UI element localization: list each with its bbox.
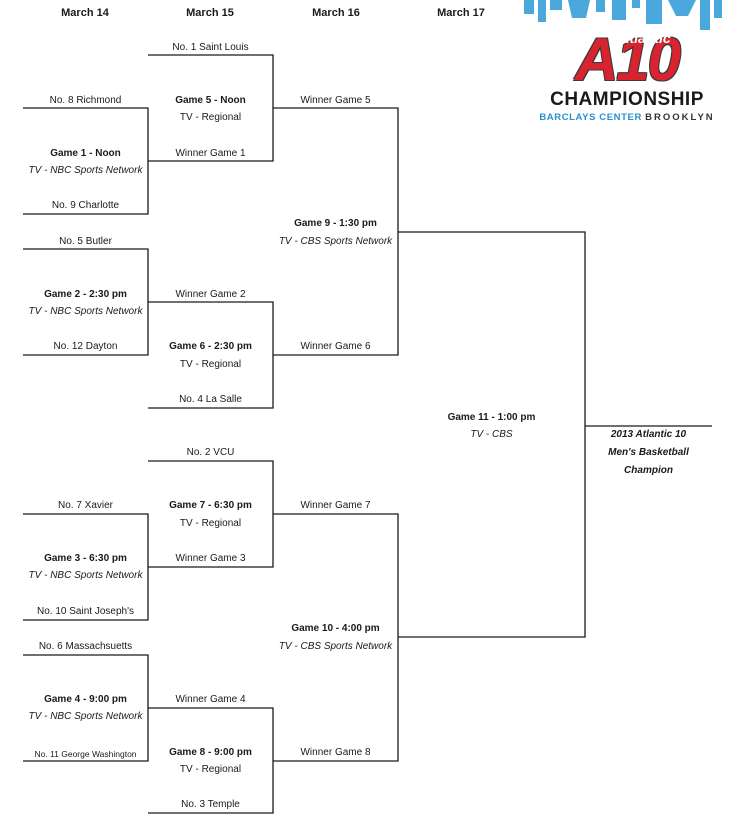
winner-game-7: Winner Game 7 (300, 500, 371, 511)
team-saint-josephs: No. 10 Saint Joseph's (37, 606, 134, 617)
header-march-17: March 17 (437, 7, 485, 19)
game-2-tv: TV - NBC Sports Network (28, 306, 143, 317)
team-xavier: No. 7 Xavier (57, 500, 114, 511)
header-march-15: March 15 (186, 7, 234, 19)
game-10-tv: TV - CBS Sports Network (278, 641, 393, 652)
team-vcu: No. 2 VCU (186, 447, 235, 458)
game-4-title: Game 4 - 9:00 pm (44, 694, 127, 705)
champion-line-3: Champion (624, 465, 673, 476)
team-saint-louis: No. 1 Saint Louis (172, 42, 249, 53)
game-6-title: Game 6 - 2:30 pm (169, 341, 252, 352)
game-1-tv: TV - NBC Sports Network (28, 165, 143, 176)
logo-venue: BARCLAYS CENTER BROOKLYN (520, 112, 734, 124)
logo-atlantic: Atlantic (619, 30, 671, 46)
game-7-tv: TV - Regional (179, 518, 242, 529)
game-8-title: Game 8 - 9:00 pm (169, 747, 252, 758)
team-charlotte: No. 9 Charlotte (51, 200, 120, 211)
game-4-tv: TV - NBC Sports Network (28, 711, 143, 722)
game-1-title: Game 1 - Noon (50, 148, 121, 159)
game-8-tv: TV - Regional (179, 764, 242, 775)
logo-venue-name: BARCLAYS CENTER (539, 112, 642, 123)
game-7-title: Game 7 - 6:30 pm (169, 500, 252, 511)
team-richmond: No. 8 Richmond (49, 95, 122, 106)
team-massachusetts: No. 6 Massachsuetts (38, 641, 133, 652)
team-butler: No. 5 Butler (59, 236, 112, 247)
team-la-salle: No. 4 La Salle (179, 394, 242, 405)
game-10-title: Game 10 - 4:00 pm (291, 623, 380, 634)
team-dayton: No. 12 Dayton (53, 341, 118, 352)
game-3-tv: TV - NBC Sports Network (28, 570, 143, 581)
header-march-16: March 16 (312, 7, 360, 19)
winner-game-2: Winner Game 2 (175, 289, 246, 300)
winner-game-1: Winner Game 1 (175, 148, 246, 159)
logo-venue-city: BROOKLYN (645, 112, 715, 123)
game-5-tv: TV - Regional (179, 112, 242, 123)
champion-line-2: Men's Basketball (608, 447, 689, 458)
game-9-title: Game 9 - 1:30 pm (294, 218, 377, 229)
game-11-title: Game 11 - 1:00 pm (447, 412, 536, 423)
header-march-14: March 14 (61, 7, 109, 19)
a10-championship-logo: A10 Atlantic CHAMPIONSHIP BARCLAYS CENTE… (520, 0, 734, 130)
champion-line-1: 2013 Atlantic 10 (610, 429, 687, 440)
winner-game-3: Winner Game 3 (175, 553, 246, 564)
team-temple: No. 3 Temple (181, 799, 240, 810)
logo-a10: A10 (574, 26, 681, 93)
game-3-title: Game 3 - 6:30 pm (44, 553, 127, 564)
winner-game-5: Winner Game 5 (300, 95, 371, 106)
skyline-graphic (524, 0, 722, 30)
logo-championship: CHAMPIONSHIP (550, 89, 704, 110)
winner-game-4: Winner Game 4 (175, 694, 246, 705)
game-5-title: Game 5 - Noon (175, 95, 246, 106)
game-9-tv: TV - CBS Sports Network (278, 236, 393, 247)
team-george-washington: No. 11 George Washington (34, 749, 137, 759)
winner-game-8: Winner Game 8 (300, 747, 371, 758)
game-11-tv: TV - CBS (470, 429, 513, 440)
winner-game-6: Winner Game 6 (300, 341, 371, 352)
game-6-tv: TV - Regional (179, 359, 242, 370)
game-2-title: Game 2 - 2:30 pm (44, 289, 127, 300)
